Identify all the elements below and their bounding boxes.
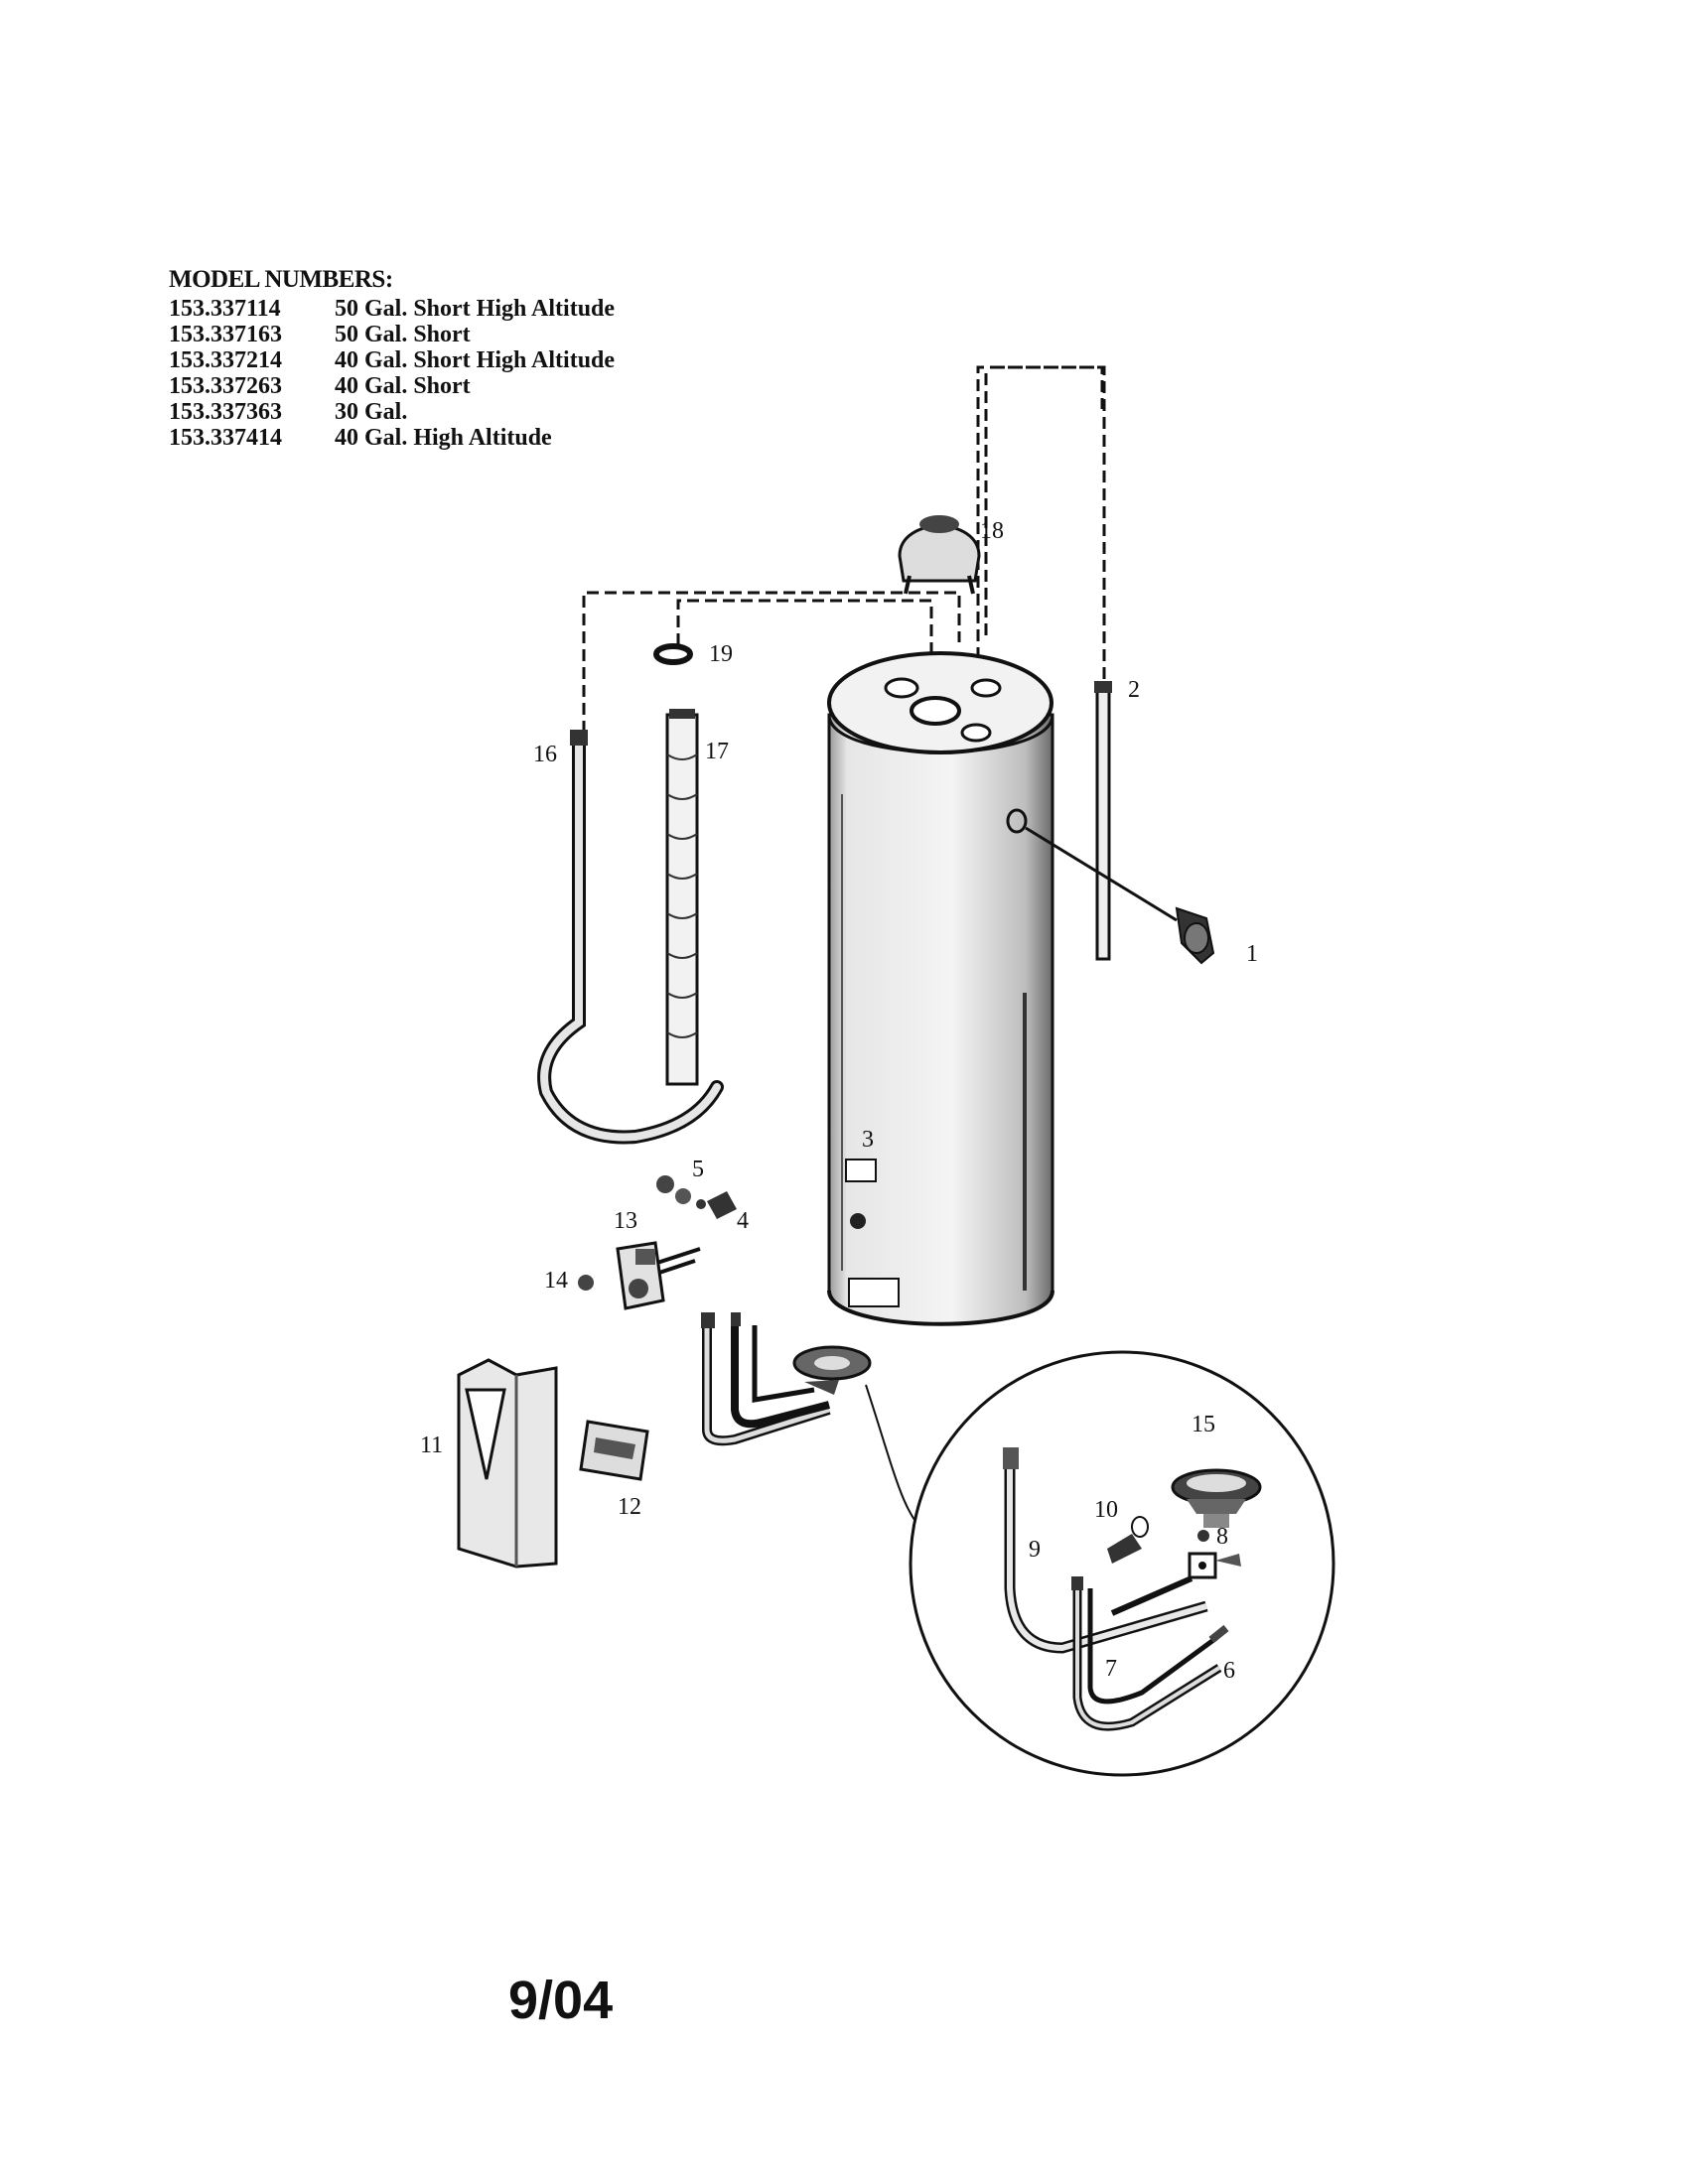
callout-1: 1 xyxy=(1246,941,1258,967)
label-plate xyxy=(845,1159,877,1182)
tank-flue-opening xyxy=(910,696,961,726)
model-number: 153.337414 xyxy=(169,425,282,451)
part-4-fitting xyxy=(696,1191,737,1219)
burner-assembly xyxy=(701,1312,872,1446)
model-description: 40 Gal. Short High Altitude xyxy=(335,347,616,373)
part-10-pilot-assembly xyxy=(1107,1516,1149,1564)
callout-19: 19 xyxy=(709,641,733,667)
model-row: 153.337263 40 Gal. Short xyxy=(169,373,615,399)
tank-access-hole xyxy=(850,1213,866,1229)
callout-6: 6 xyxy=(1223,1658,1235,1684)
callout-numbers: 1 2 3 4 5 6 7 8 9 10 11 12 13 14 15 16 1… xyxy=(420,518,1258,1684)
part-7-thermocouple xyxy=(1071,1576,1222,1731)
model-number: 153.337214 xyxy=(169,347,282,373)
callout-16: 16 xyxy=(533,742,557,767)
part-16-inlet-tube xyxy=(537,730,724,1145)
callout-15: 15 xyxy=(1192,1412,1215,1437)
part-8-bracket xyxy=(1110,1530,1241,1616)
model-numbers-table: 153.337114 50 Gal. Short High Altitude 15… xyxy=(169,296,615,451)
rating-plate xyxy=(848,1278,900,1307)
model-row: 153.337114 50 Gal. Short High Altitude xyxy=(169,296,615,322)
part-19-gasket xyxy=(653,643,693,665)
model-description: 50 Gal. Short High Altitude xyxy=(335,296,616,322)
part-9-pilot-tube xyxy=(1003,1447,1208,1654)
callout-18: 18 xyxy=(980,518,1004,544)
callout-4: 4 xyxy=(737,1208,749,1234)
callout-13: 13 xyxy=(614,1208,637,1234)
callout-5: 5 xyxy=(692,1157,704,1182)
callout-10: 10 xyxy=(1094,1497,1118,1523)
callout-8: 8 xyxy=(1216,1524,1228,1550)
part-6-igniter-wire xyxy=(1087,1588,1229,1705)
tank-port-right xyxy=(970,678,1002,698)
revision-date: 9/04 xyxy=(508,1971,614,2030)
model-row: 153.337163 50 Gal. Short xyxy=(169,322,615,347)
model-numbers-heading: MODEL NUMBERS: xyxy=(169,266,393,293)
part-12-inner-door xyxy=(579,1420,649,1481)
model-row: 153.337414 40 Gal. High Altitude xyxy=(169,425,615,451)
callout-9: 9 xyxy=(1029,1537,1041,1563)
callout-14: 14 xyxy=(544,1268,568,1294)
detail-view-circle xyxy=(909,1350,1335,1777)
part-14-knob xyxy=(578,1275,594,1291)
model-number: 153.337163 xyxy=(169,322,282,347)
part-1-drain-valve xyxy=(1025,826,1215,965)
model-number: 153.337263 xyxy=(169,373,282,399)
model-description: 30 Gal. xyxy=(335,399,408,425)
callout-2: 2 xyxy=(1128,677,1140,703)
model-description: 40 Gal. High Altitude xyxy=(335,425,552,451)
callout-12: 12 xyxy=(618,1494,641,1520)
part-2-anode-rod xyxy=(1094,681,1112,961)
model-row: 153.337214 40 Gal. Short High Altitude xyxy=(169,347,615,373)
part-17-dip-tube xyxy=(665,709,699,1086)
tank-valve-opening xyxy=(1006,808,1028,834)
model-description: 50 Gal. Short xyxy=(335,322,471,347)
part-5-fitting xyxy=(656,1175,691,1204)
callout-11: 11 xyxy=(420,1433,443,1458)
callout-7: 7 xyxy=(1105,1656,1117,1682)
model-number: 153.337114 xyxy=(169,296,281,322)
tank-port-front xyxy=(960,723,992,743)
model-numbers-block: MODEL NUMBERS: 153.337114 50 Gal. Short H… xyxy=(169,266,615,451)
callout-17: 17 xyxy=(705,739,729,764)
part-13-gas-control-valve xyxy=(616,1241,701,1310)
part-15-burner xyxy=(1171,1468,1262,1528)
callout-3: 3 xyxy=(862,1127,874,1153)
water-heater-tank xyxy=(827,651,1054,1326)
part-11-outer-door xyxy=(457,1358,558,1569)
model-description: 40 Gal. Short xyxy=(335,373,471,399)
model-number: 153.337363 xyxy=(169,399,282,425)
part-18-draft-hood xyxy=(898,515,981,595)
model-row: 153.337363 30 Gal. xyxy=(169,399,615,425)
tank-port-left xyxy=(884,677,919,699)
